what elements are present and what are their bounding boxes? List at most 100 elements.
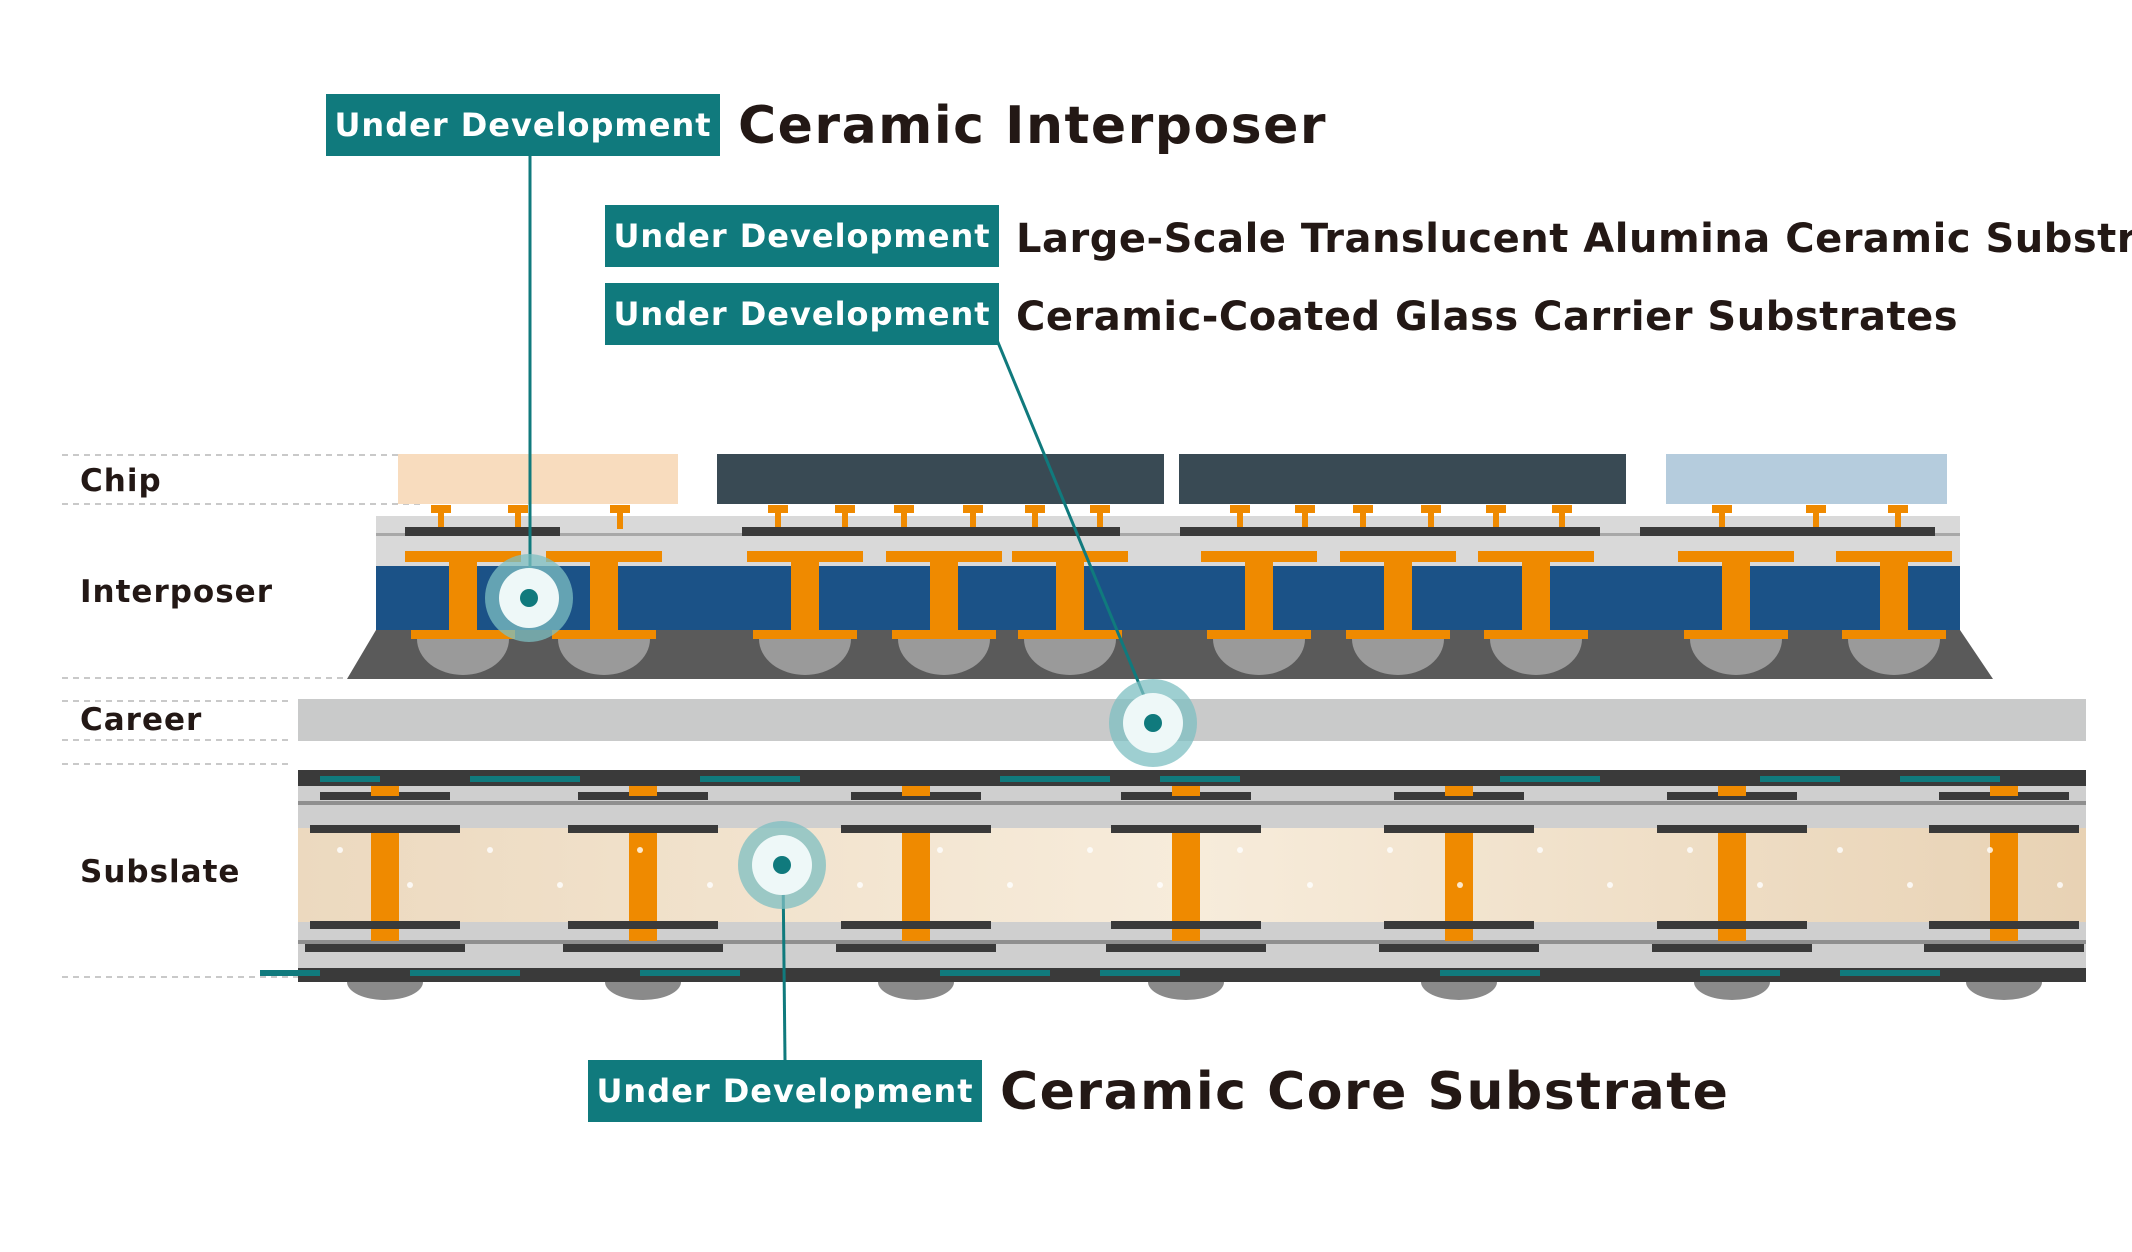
substrate-microvia — [371, 929, 399, 941]
interposer-via — [590, 562, 618, 630]
ceramic-core-substrate-graphic — [260, 770, 2086, 1000]
rdl-trace — [742, 527, 1120, 536]
substrate-microvia — [902, 786, 930, 796]
core-speckle — [1007, 882, 1013, 888]
substrate-microvia — [1990, 786, 2018, 796]
core-speckle — [337, 847, 343, 853]
micro-bump — [1552, 505, 1572, 513]
substrate-pad — [1657, 921, 1807, 929]
micro-bump-stem — [1493, 513, 1499, 529]
interposer-bottom-pad — [411, 630, 515, 639]
substrate-microvia — [1172, 929, 1200, 941]
substrate-microvia — [1445, 929, 1473, 941]
substrate-teal-trace — [320, 776, 380, 782]
core-speckle — [487, 847, 493, 853]
substrate-core-via — [1172, 833, 1200, 921]
substrate-microvia — [1718, 786, 1746, 796]
micro-bump — [1421, 505, 1441, 513]
core-speckle — [1607, 882, 1613, 888]
interposer-top-pad — [1836, 551, 1952, 562]
title-ceramic-core: Ceramic Core Substrate — [1000, 1062, 1730, 1122]
core-speckle — [557, 882, 563, 888]
marker-carrier-dot — [1144, 714, 1162, 732]
core-speckle — [1757, 882, 1763, 888]
solder-ball — [558, 639, 650, 675]
interposer-top-pad — [1678, 551, 1794, 562]
micro-bump — [1806, 505, 1826, 513]
interposer-via — [1384, 562, 1412, 630]
badge-ceramic-interposer: Under Development — [326, 94, 720, 156]
micro-bump-stem — [1237, 513, 1243, 529]
interposer-top-pad — [886, 551, 1002, 562]
micro-bump — [1712, 505, 1732, 513]
callout-markers — [485, 554, 1197, 909]
substrate-pad — [305, 944, 465, 952]
solder-ball — [759, 639, 851, 675]
layer-label-interposer: Interposer — [80, 574, 273, 610]
substrate-teal-trace — [640, 970, 740, 976]
substrate-core-via — [371, 833, 399, 921]
core-speckle — [407, 882, 413, 888]
interposer-via — [791, 562, 819, 630]
substrate-pad — [1111, 825, 1261, 833]
micro-bump — [1888, 505, 1908, 513]
micro-bump — [835, 505, 855, 513]
substrate-pad — [1384, 825, 1534, 833]
substrate-microvia — [371, 786, 399, 796]
substrate-inner-line — [298, 940, 2086, 944]
interposer-bottom-pad — [552, 630, 656, 639]
badge-ceramic-core: Under Development — [588, 1060, 982, 1122]
micro-bump-stem — [1895, 513, 1901, 529]
micro-bump-stem — [1302, 513, 1308, 529]
micro-bump — [1295, 505, 1315, 513]
substrate-microvia — [629, 929, 657, 941]
chip-slate-right — [1179, 454, 1626, 504]
substrate-pad — [568, 921, 718, 929]
substrate-pad — [841, 825, 991, 833]
title-ceramic-interposer: Ceramic Interposer — [738, 96, 1328, 156]
substrate-core-via — [902, 833, 930, 921]
interposer-rdl-line — [376, 533, 1960, 536]
substrate-teal-trace — [700, 776, 800, 782]
substrate-solder-ball — [878, 982, 954, 1000]
substrate-pad — [1924, 944, 2084, 952]
substrate-pad — [563, 944, 723, 952]
micro-bump-stem — [1097, 513, 1103, 529]
substrate-microvia — [629, 786, 657, 796]
rdl-trace — [1640, 527, 1935, 536]
interposer-via — [1245, 562, 1273, 630]
core-speckle — [637, 847, 643, 853]
substrate-teal-trace — [1160, 776, 1240, 782]
layer-guide-lines — [62, 454, 422, 978]
substrate-pad — [1106, 944, 1266, 952]
interposer-bottom-pad — [1842, 630, 1946, 639]
micro-bump-stem — [842, 513, 848, 529]
core-speckle — [1087, 847, 1093, 853]
substrate-microvia — [1990, 929, 2018, 941]
title-glass-carrier: Ceramic-Coated Glass Carrier Substrates — [1016, 294, 1959, 340]
title-alumina-substrates: Large-Scale Translucent Alumina Ceramic … — [1016, 216, 2132, 262]
micro-bump-stem — [1032, 513, 1038, 529]
core-speckle — [1537, 847, 1543, 853]
layer-label-subslate: Subslate — [80, 854, 241, 890]
substrate-solder-ball — [347, 982, 423, 1000]
substrate-teal-trace — [1440, 970, 1540, 976]
chip-slate-left — [717, 454, 1164, 504]
core-speckle — [1987, 847, 1993, 853]
substrate-pad — [1384, 921, 1534, 929]
interposer-bottom-pad — [1684, 630, 1788, 639]
substrate-inner-line — [298, 801, 2086, 805]
micro-bump — [431, 505, 451, 513]
interposer-graphic — [347, 505, 1993, 679]
rdl-trace — [405, 527, 560, 536]
micro-bump-stem — [775, 513, 781, 529]
substrate-core-via — [1718, 833, 1746, 921]
micro-bump — [1353, 505, 1373, 513]
micro-bump — [508, 505, 528, 513]
interposer-top-pad — [546, 551, 662, 562]
solder-ball — [1352, 639, 1444, 675]
core-speckle — [2057, 882, 2063, 888]
substrate-bottom-solder-mask — [298, 968, 2086, 982]
